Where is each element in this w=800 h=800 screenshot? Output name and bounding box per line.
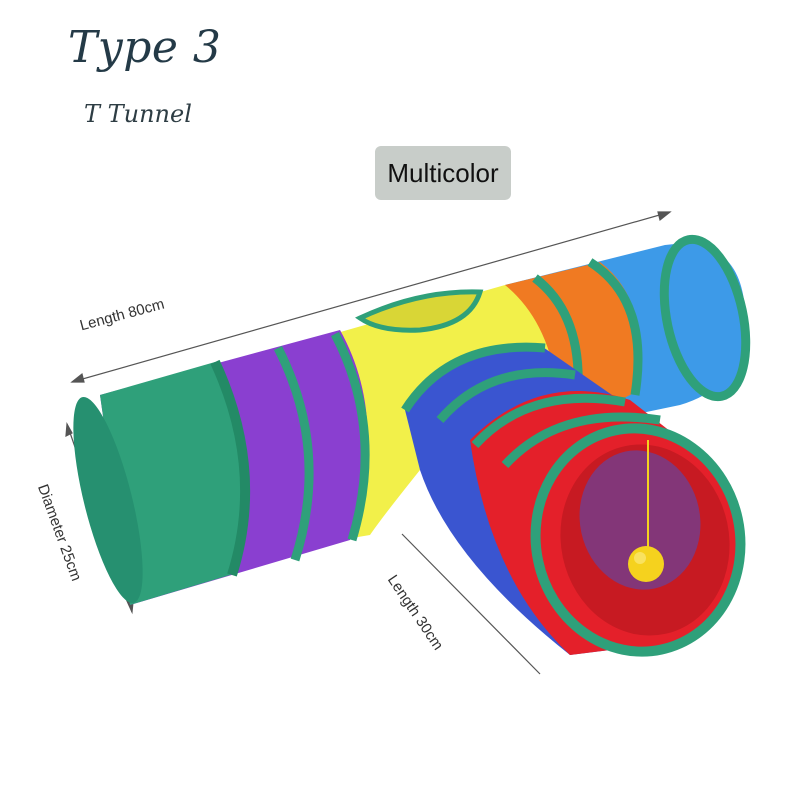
diameter-arrow-top [65, 421, 73, 438]
length-80-line [71, 211, 671, 383]
product-subtitle: T Tunnel [84, 100, 192, 128]
length-80-arrow-right [657, 211, 672, 222]
tunnel-branch-section [401, 342, 746, 657]
tunnel-left-section [73, 330, 370, 605]
toy-ball [628, 440, 664, 582]
color-option-badge[interactable]: Multicolor [375, 146, 511, 200]
length-80-arrow-left [70, 372, 85, 383]
product-title: Type 3 [68, 22, 222, 73]
length-30-line [401, 533, 541, 675]
